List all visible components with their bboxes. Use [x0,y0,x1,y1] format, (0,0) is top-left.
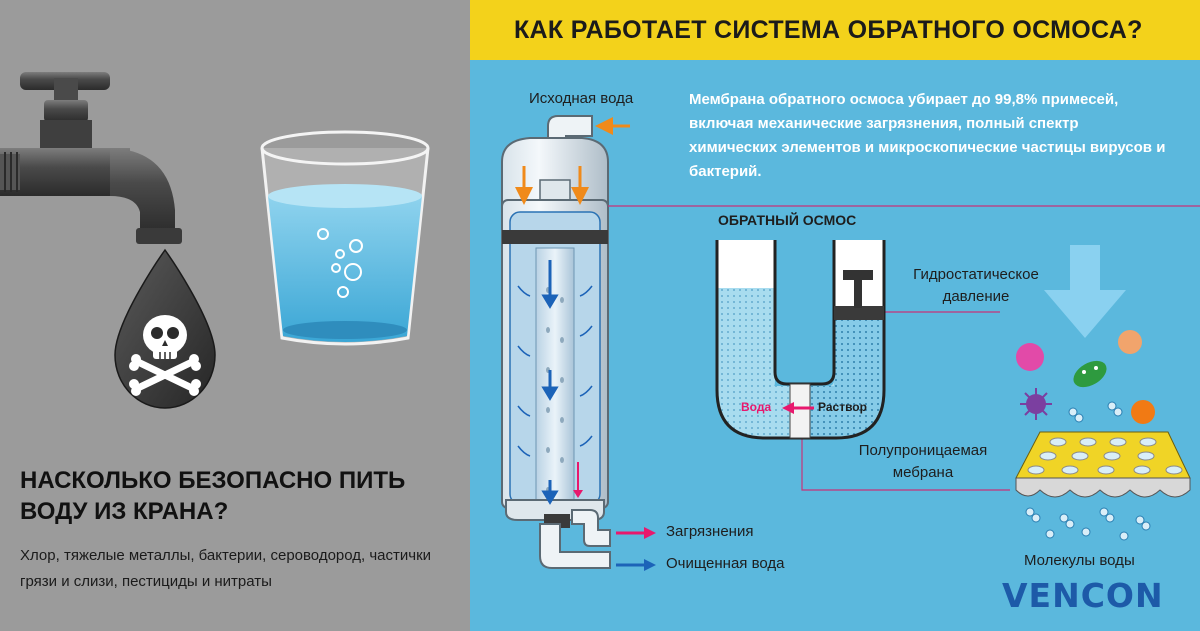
poison-drop-icon [114,248,216,409]
water-label: Вода [741,400,772,414]
inlet-water-label: Исходная вода [529,90,634,107]
water-glass-icon [260,130,430,346]
legend-clean-water-label: Очищенная вода [666,555,785,572]
vencon-logo: VENCON [1002,576,1164,615]
legend-clean-water-arrow [616,559,656,571]
page-title: КАК РАБОТАЕТ СИСТЕМА ОБРАТНОГО ОСМОСА? [514,16,1143,44]
osmosis-title: ОБРАТНЫЙ ОСМОС [718,212,857,228]
ro-filter-cartridge [501,115,630,569]
solution-label: Раствор [818,400,867,414]
membrane-label-line2: мебрана [892,464,954,481]
legend-contaminants-arrow [616,527,656,539]
pressure-label-line2: давление [942,288,1010,305]
left-headline: НАСКОЛЬКО БЕЗОПАСНО ПИТЬ ВОДУ ИЗ КРАНА? [20,467,406,525]
pressure-label-line1: Гидростатическое [913,266,1039,283]
connector-lines [608,205,1200,491]
membrane-illustration [1015,245,1191,541]
legend-contaminants-label: Загрязнения [666,523,754,540]
membrane-label-line1: Полупроницаемая [858,442,988,459]
water-molecules-label: Молекулы воды [1024,552,1135,569]
membrane-info-text: Мембрана обратного осмоса убирает до 99,… [689,91,1166,180]
faucet-icon [0,72,182,244]
left-description: Хлор, тяжелые металлы, бактерии, серовод… [20,547,432,590]
header-banner: КАК РАБОТАЕТ СИСТЕМА ОБРАТНОГО ОСМОСА? [470,0,1200,60]
u-tube-diagram [715,240,886,440]
